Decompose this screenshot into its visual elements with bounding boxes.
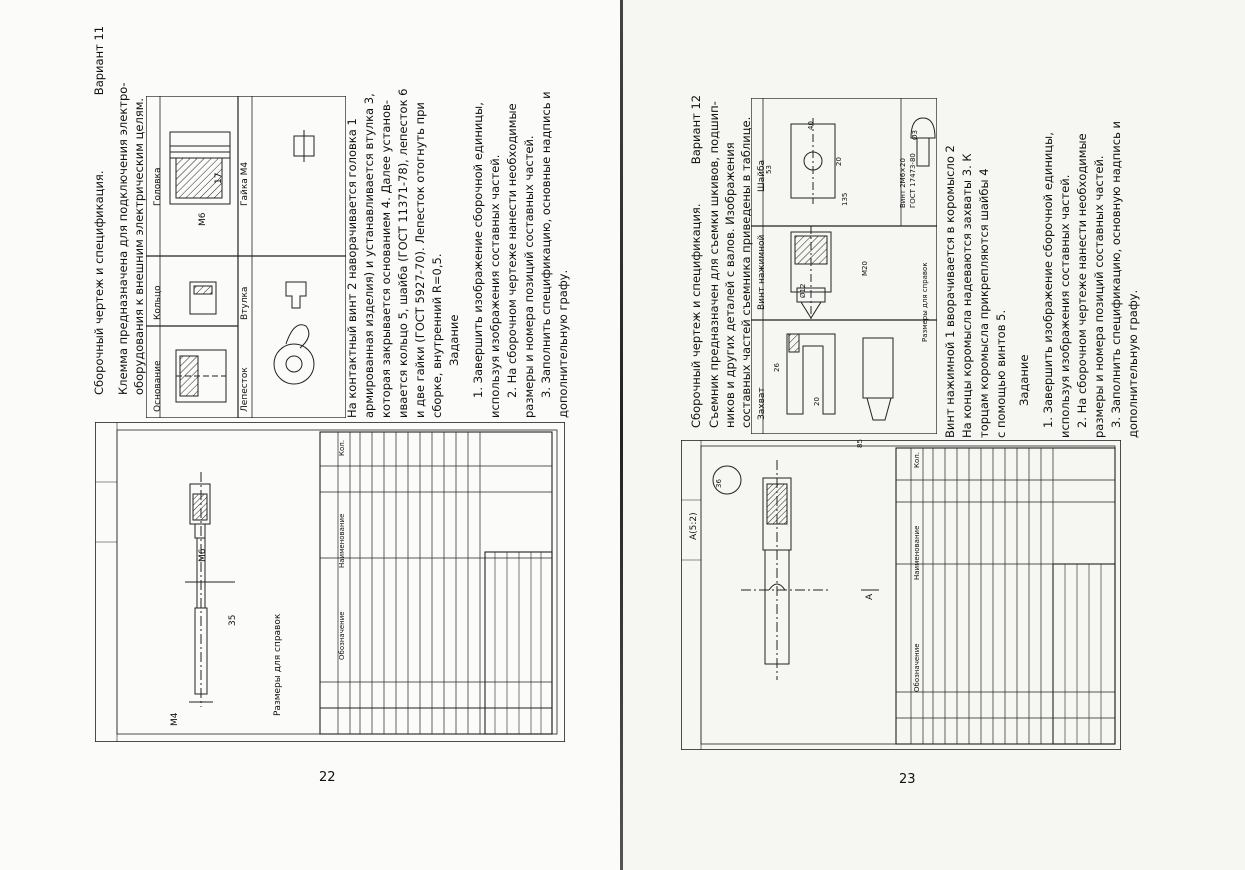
- desc-line-2: армированная изделия) и устанавливается …: [362, 93, 376, 418]
- desc-line-3: торцам коромысла прикрепляются шайбы 4: [977, 168, 991, 438]
- table-ref-label: Размеры для справок: [921, 262, 929, 342]
- dim-m4: М4: [170, 712, 180, 727]
- header-title: Сборочный чертеж и спецификация.: [92, 170, 106, 396]
- page-22: Сборочный чертеж и спецификация. Вариант…: [92, 25, 570, 785]
- dim-53: 53: [765, 165, 773, 174]
- table-label-vtulka: Втулка: [240, 286, 250, 320]
- task-line-2: используя изображения составных частей.: [488, 154, 502, 418]
- task-line-3: 2. На сборочном чертеже нанести необходи…: [1075, 133, 1089, 428]
- table-header-koltso: Кольцо: [153, 285, 163, 320]
- header-title: Сборочный чертеж и спецификация.: [689, 203, 703, 429]
- table-label-lepestok: Лепесток: [240, 367, 250, 412]
- intro-line-2: оборудования к внешним электрическим цел…: [132, 97, 146, 395]
- task-line-5: 3. Заполнить спецификацию, основную надп…: [1109, 121, 1123, 428]
- assembly-drawing-11: [185, 472, 235, 707]
- dim-d3: Ø3: [911, 130, 919, 140]
- variant-label: Вариант 12: [689, 94, 703, 165]
- task-line-6: дополнительную графу.: [1126, 289, 1140, 438]
- assembly-drawing-12: [712, 460, 879, 680]
- page-number-23: 23: [899, 772, 916, 787]
- desc-line-1: Винт нажимной 1 вворачивается в коромысл…: [943, 145, 957, 438]
- page-number-22: 22: [319, 770, 336, 785]
- task-title: Задание: [1017, 354, 1031, 407]
- grip-part-drawing: [786, 333, 894, 421]
- table-header-vint: Винт нажимной: [757, 234, 767, 310]
- spec-header-qty: Кол.: [338, 440, 346, 456]
- page-23-header: Сборочный чертеж и спецификация. Вариант…: [689, 95, 704, 428]
- ref-dims-label: Размеры для справок: [273, 613, 283, 716]
- screw-note-1: Винт 2М6×20: [899, 158, 907, 208]
- page-22-header: Сборочный чертеж и спецификация. Вариант…: [92, 26, 107, 395]
- task-line-3: 2. На сборочном чертеже нанести необходи…: [505, 103, 519, 398]
- dim-20b: 20: [835, 157, 843, 166]
- intro-line-1: Съемник предназначен для съемки шкивов, …: [707, 101, 721, 428]
- table-header-osnovanie: Основание: [153, 360, 163, 412]
- section-label: А(5:2): [689, 512, 699, 540]
- petal-part-drawing: [273, 324, 315, 385]
- desc-line-4: ивается кольцо 5, шайба (ГОСТ 11371-78),…: [396, 88, 410, 419]
- pressure-screw-drawing: [790, 226, 832, 320]
- parts-table-11: [146, 96, 346, 418]
- task-line-1: 1. Завершить изображение сборочной едини…: [471, 102, 485, 398]
- screw-note-2: ГОСТ 17473-80: [909, 153, 917, 208]
- desc-line-3: которая закрывается основанием 4. Далее …: [379, 100, 393, 418]
- page-23: Сборочный чертеж и спецификация. Вариант…: [623, 0, 1245, 870]
- task-title: Задание: [447, 314, 461, 367]
- intro-line-1: Клемма предназначена для подключения эле…: [116, 82, 130, 396]
- dim-135: 135: [841, 192, 849, 206]
- variant-label: Вариант 11: [92, 25, 106, 96]
- intro-line-2: ников и других деталей с валов. Изображе…: [723, 142, 737, 428]
- task-line-4: размеры и номера позиций составных часте…: [522, 135, 536, 418]
- dim-17: 17: [214, 172, 224, 184]
- spec-header-designation: Обозначение: [913, 643, 921, 692]
- desc-line-1: На контактный винт 2 наворачивается голо…: [345, 118, 359, 418]
- spec-header-designation: Обозначение: [338, 611, 346, 660]
- dim-d12: Ø12: [799, 283, 807, 298]
- drawing-sheet-11: [95, 422, 565, 742]
- table-label-gaika: Гайка М4: [240, 161, 250, 206]
- task-line-4: размеры и номера позиций составных часте…: [1092, 155, 1106, 438]
- dim-20: 20: [813, 397, 821, 406]
- desc-line-2: На концы коромысла надеваются захваты 3.…: [960, 153, 974, 438]
- desc-line-6: сборке, внутренний R=0,5.: [430, 253, 444, 418]
- dim-m20: М20: [861, 261, 869, 276]
- task-line-2: используя изображения составных частей.: [1058, 174, 1072, 438]
- bushing-part-drawing: [285, 281, 307, 309]
- spec-header-name: Наименование: [338, 513, 346, 568]
- dim-26: 26: [773, 363, 781, 372]
- parts-table-12: [751, 98, 937, 434]
- desc-line-4: с помощью винтов 5.: [994, 309, 1008, 438]
- task-line-5: 3. Заполнить спецификацию, основные надп…: [539, 91, 553, 398]
- screw-part-drawing: [910, 117, 936, 167]
- washer-part-drawing: [790, 118, 836, 204]
- task-line-1: 1. Завершить изображение сборочной едини…: [1041, 132, 1055, 428]
- dim-m6: М6: [198, 548, 208, 563]
- head-part-drawing: [169, 131, 231, 205]
- table-header-zakhvat: Захват: [757, 387, 767, 420]
- ring-part-drawing: [189, 281, 217, 315]
- base-part-drawing: [175, 349, 227, 403]
- dim-m6-head: М6: [198, 212, 208, 227]
- book-spine: [620, 0, 624, 870]
- view-label: А: [865, 593, 875, 600]
- task-line-6: дополнительную графу.: [556, 269, 570, 418]
- spec-header-name: Наименование: [913, 525, 921, 580]
- nut-part-drawing: [293, 130, 315, 162]
- dim-40: 40: [807, 121, 815, 130]
- dim-35: 35: [228, 614, 238, 626]
- spec-header-qty: Кол.: [913, 452, 921, 468]
- dim-36: 36: [715, 479, 723, 488]
- table-header-golovka: Головка: [153, 167, 163, 206]
- desc-line-5: и две гайки (ГОСТ 5927-70). Лепесток ото…: [413, 102, 427, 418]
- drawing-sheet-12: [681, 440, 1121, 750]
